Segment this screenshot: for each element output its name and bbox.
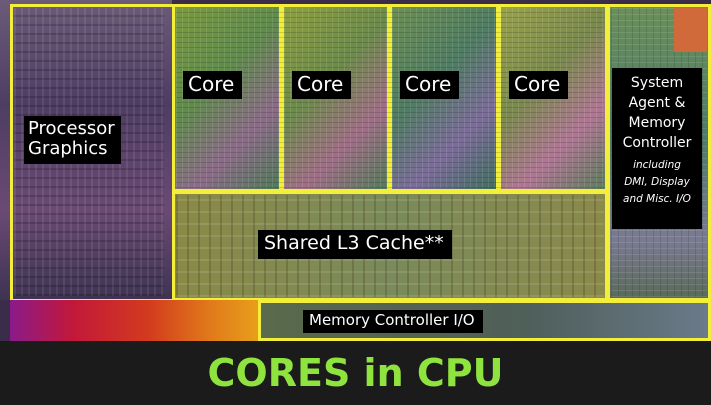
system-agent-orange-block	[674, 8, 707, 52]
caption-bar	[0, 341, 711, 405]
system-agent-label-box: System Agent & Memory Controller includi…	[612, 68, 702, 229]
system-agent-note: including DMI, Display and Misc. I/O	[623, 159, 691, 205]
core-4-label: Core	[509, 71, 569, 100]
memory-controller-io-label: Memory Controller I/O	[303, 310, 483, 333]
core-2-label: Core	[292, 71, 352, 100]
bottom-io-strip	[10, 300, 260, 341]
shared-l3-cache-label: Shared L3 Cache**	[258, 230, 452, 260]
caption-title: CORES in CPU	[207, 351, 504, 395]
system-agent-title: System Agent & Memory Controller	[622, 75, 692, 151]
core-1-label: Core	[183, 71, 243, 100]
processor-graphics-label: Processor Graphics	[24, 116, 121, 165]
core-3-label: Core	[400, 71, 460, 100]
cpu-die-diagram: Processor Graphics Core Core Core Core S…	[0, 0, 711, 341]
